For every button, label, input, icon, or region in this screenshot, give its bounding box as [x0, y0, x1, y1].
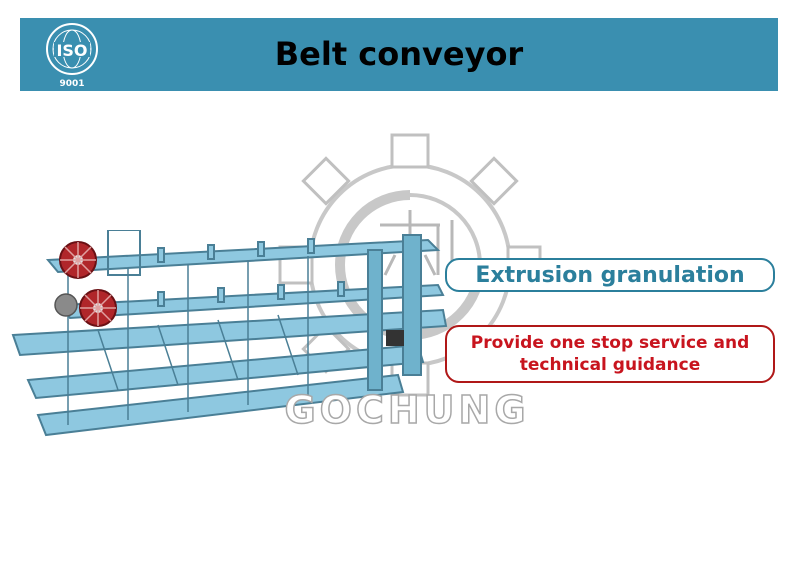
page-title: Belt conveyor [274, 35, 524, 73]
watermark-text: GOCHUNG [284, 387, 530, 433]
iso-9001-logo-icon: ISO 9001 [46, 23, 98, 88]
label-secondary-line2: technical guidance [519, 355, 701, 375]
drive-wheel-lower [54, 289, 117, 327]
belt-conveyor-machine-image [11, 230, 448, 437]
iso-mark-text: ISO [56, 41, 87, 60]
iso-number-text: 9001 [59, 79, 84, 88]
label-primary: Extrusion granulation [445, 258, 775, 292]
label-secondary: Provide one stop service and technical g… [445, 325, 775, 383]
header-bar: ISO 9001 Belt conveyor [20, 18, 778, 91]
drive-wheel-upper [59, 241, 97, 279]
label-secondary-line1: Provide one stop service and [470, 333, 750, 353]
